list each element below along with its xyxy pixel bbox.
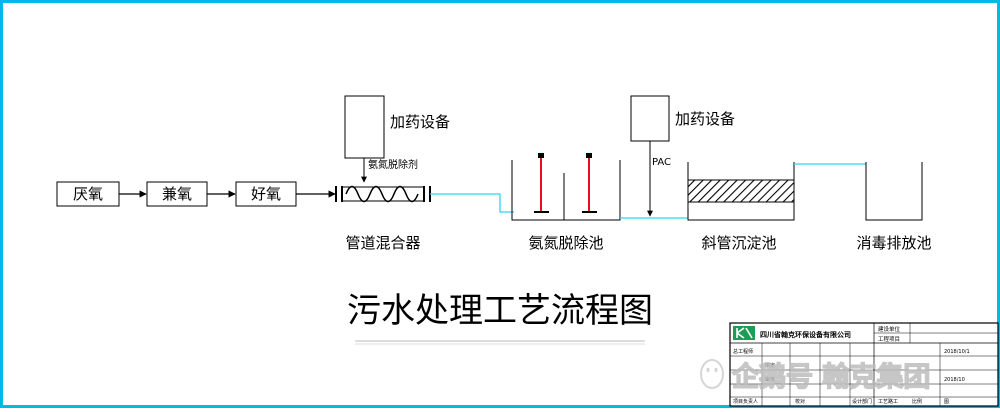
check-label: 校对 — [795, 398, 805, 405]
aerobic-label: 好氧 — [251, 185, 281, 203]
construction-unit-label: 建设单位 — [878, 325, 901, 333]
date-2: 2018/10 — [944, 377, 965, 383]
dosing-agent-2: PAC — [652, 157, 671, 168]
anaerobic-box: 厌氧 — [56, 181, 120, 207]
approval-label: 审定 — [765, 362, 775, 369]
dosing-equipment-1: 加药设备 — [344, 95, 450, 159]
title-block: 四川省翰克环保设备有限公司 建设单位 工程项目 总工程师 项目负责人 审定 审核… — [729, 322, 999, 407]
dosing-label-1: 加药设备 — [390, 113, 450, 131]
diagram-title: 污水处理工艺流程图 — [347, 291, 653, 331]
disinfection-tank — [865, 162, 923, 221]
project-leader-label: 项目负责人 — [733, 398, 758, 405]
drawing-label: 图 — [944, 399, 949, 405]
chief-engineer-label: 总工程师 — [733, 348, 753, 355]
watermark: 企鹅号 翰克集团 — [700, 359, 931, 394]
design-manager-label: 设计部门 — [852, 398, 872, 405]
aerobic-box: 好氧 — [235, 181, 297, 207]
penguin-icon — [700, 359, 724, 389]
company-name: 四川省翰克环保设备有限公司 — [760, 330, 851, 339]
anoxic-label: 兼氧 — [162, 185, 192, 203]
ammonia-stripping-tank — [511, 153, 621, 221]
pipe-mixer — [335, 185, 431, 203]
inclined-tube-settler — [687, 162, 795, 221]
anoxic-box: 兼氧 — [146, 181, 208, 207]
dosing-agent-1: 氨氮脱除剂 — [368, 158, 418, 171]
inclined-tube-settler-label: 斜管沉淀池 — [701, 234, 776, 252]
process-label: 工艺路工 — [878, 398, 898, 405]
dosing-label-2: 加药设备 — [675, 110, 735, 128]
ratio-label: 比例 — [912, 398, 922, 405]
anaerobic-label: 厌氧 — [73, 185, 103, 203]
pipe-mixer-label: 管道混合器 — [345, 234, 420, 252]
date-1: 2018/10/1 — [944, 349, 970, 355]
watermark-text: 企鹅号 翰克集团 — [732, 361, 930, 393]
disinfection-tank-label: 消毒排放池 — [856, 234, 931, 252]
ammonia-stripping-tank-label: 氨氮脱除池 — [528, 234, 603, 252]
flow-line — [430, 193, 514, 213]
dosing-equipment-2: 加药设备 — [630, 95, 735, 142]
company-logo — [733, 326, 755, 340]
review-label: 审核 — [765, 376, 775, 383]
project-name-label: 工程项目 — [878, 335, 900, 343]
